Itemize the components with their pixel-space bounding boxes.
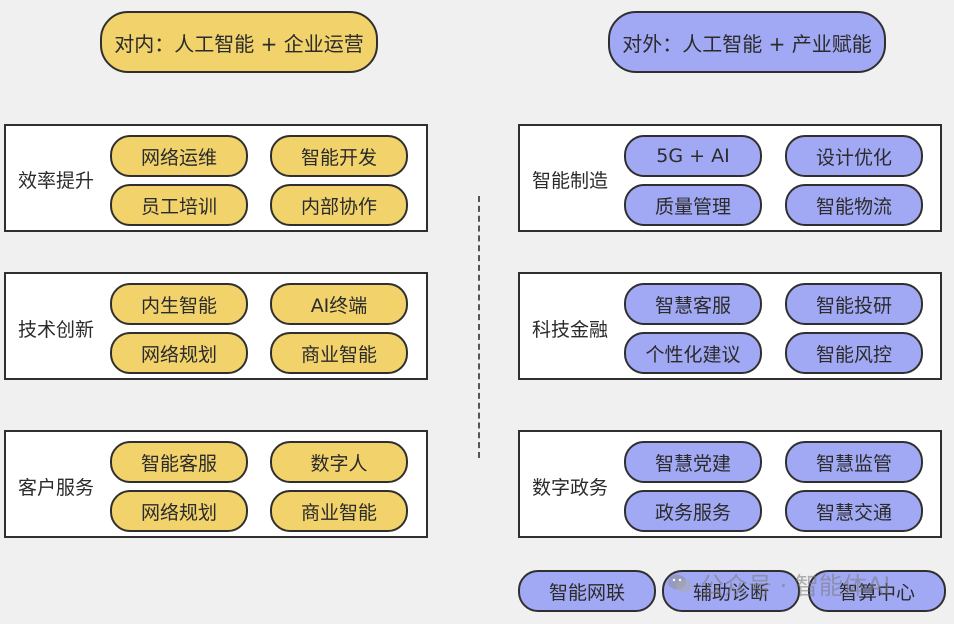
- item-business-intel-2: 商业智能: [270, 490, 408, 532]
- item-smart-supervision: 智慧监管: [785, 441, 923, 483]
- item-staff-training: 员工培训: [110, 184, 248, 226]
- item-digital-human: 数字人: [270, 441, 408, 483]
- item-smart-research: 智能投研: [785, 283, 923, 325]
- external-header: 对外：人工智能 + 产业赋能: [608, 11, 886, 73]
- panel-label-fintech: 科技金融: [532, 319, 609, 341]
- item-internal-collab: 内部协作: [270, 184, 408, 226]
- item-party-building: 智慧党建: [624, 441, 762, 483]
- item-gov-services: 政务服务: [624, 490, 762, 532]
- item-wisdom-cs: 智慧客服: [624, 283, 762, 325]
- panel-label-smart-manufacturing: 智能制造: [532, 170, 609, 192]
- item-design-opt: 设计优化: [785, 135, 923, 177]
- panel-label-digital-gov: 数字政务: [532, 477, 609, 499]
- item-smart-logistics: 智能物流: [785, 184, 923, 226]
- item-business-intel: 商业智能: [270, 332, 408, 374]
- item-quality-mgmt: 质量管理: [624, 184, 762, 226]
- item-smart-dev: 智能开发: [270, 135, 408, 177]
- item-connected-vehicles: 智能网联: [518, 570, 656, 612]
- internal-header: 对内：人工智能 + 企业运营: [100, 11, 378, 73]
- item-ai-terminal: AI终端: [270, 283, 408, 325]
- item-personalized: 个性化建议: [624, 332, 762, 374]
- item-risk-control: 智能风控: [785, 332, 923, 374]
- item-native-ai: 内生智能: [110, 283, 248, 325]
- item-computing-center: 智算中心: [808, 570, 946, 612]
- item-smart-traffic: 智慧交通: [785, 490, 923, 532]
- item-network-planning: 网络规划: [110, 332, 248, 374]
- panel-label-customer-service: 客户服务: [18, 477, 95, 499]
- item-network-ops: 网络运维: [110, 135, 248, 177]
- panel-label-innovation: 技术创新: [18, 319, 95, 341]
- panel-label-efficiency: 效率提升: [18, 170, 95, 192]
- item-smart-cs: 智能客服: [110, 441, 248, 483]
- item-5g-ai: 5G + AI: [624, 135, 762, 177]
- item-assisted-diagnosis: 辅助诊断: [662, 570, 800, 612]
- item-network-planning-2: 网络规划: [110, 490, 248, 532]
- center-divider: [478, 196, 480, 458]
